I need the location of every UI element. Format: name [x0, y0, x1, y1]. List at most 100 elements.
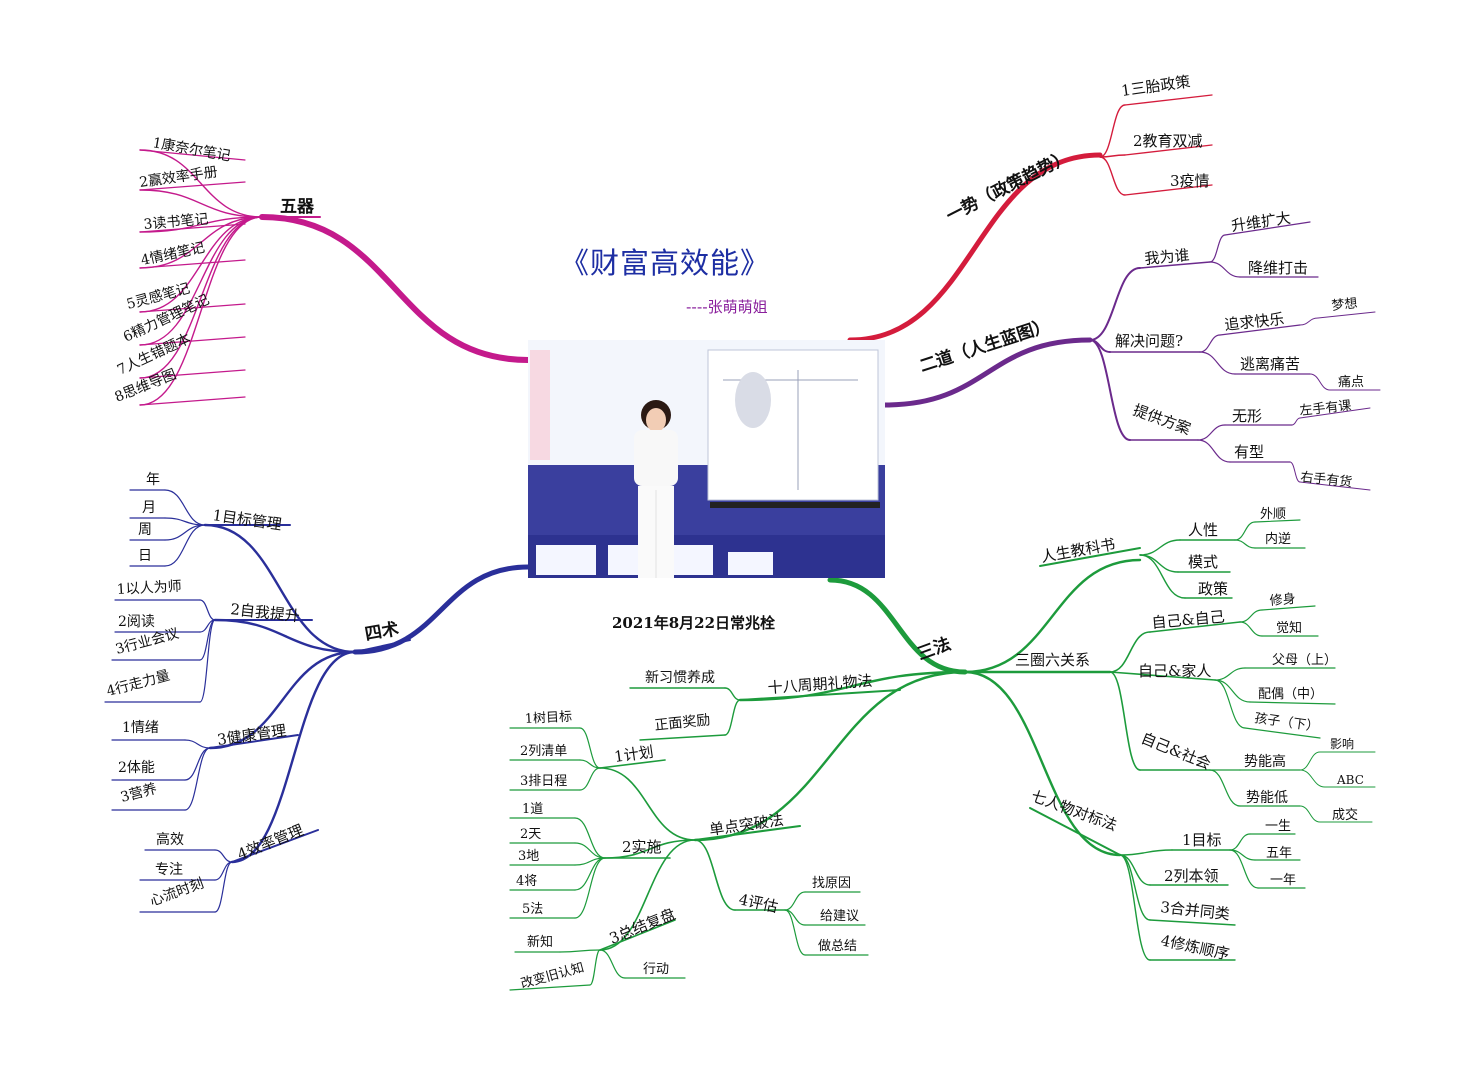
- node-label: 月: [142, 500, 156, 516]
- node-label: 3总结复盘: [607, 905, 678, 948]
- sub-connector: [963, 558, 1142, 674]
- sub-connector: [738, 670, 967, 702]
- node-label: 自己&家人: [1138, 662, 1211, 680]
- erdao-who: 我为谁: [1144, 246, 1190, 268]
- connector-line: [1239, 609, 1263, 623]
- underline: [1261, 605, 1316, 611]
- node-label: 4行走力量: [105, 668, 172, 700]
- map-date: 2021年8月22日常兆栓: [612, 614, 776, 632]
- branch-title-erdao: 二道（人生蓝图）: [917, 315, 1053, 377]
- underline: [1299, 407, 1371, 419]
- underline: [1224, 221, 1311, 236]
- sishu-goal: 1目标管理: [211, 506, 282, 534]
- node-label: 3合并同类: [1160, 898, 1231, 923]
- connector-line: [1199, 351, 1236, 375]
- node-label: 孩子（下）: [1253, 711, 1319, 735]
- underline: [1124, 144, 1213, 156]
- node-label: 3行业会议: [114, 626, 181, 658]
- connector-line: [1309, 373, 1331, 391]
- connector-line: [1139, 554, 1186, 599]
- connector-line: [1209, 261, 1241, 278]
- leaf-connector: [139, 216, 263, 346]
- connector-line: [694, 839, 736, 911]
- connector-line: [1197, 424, 1226, 441]
- connector-line: [164, 489, 206, 526]
- node-label: 1计划: [613, 743, 655, 766]
- underline: [354, 639, 411, 653]
- node-label: 模式: [1188, 553, 1218, 571]
- wuqi-item: 3读书笔记: [143, 210, 209, 233]
- connector-line: [164, 524, 206, 541]
- sanfa-single: 单点突破法: [708, 811, 785, 839]
- connector-line: [784, 909, 806, 956]
- underline: [739, 689, 901, 701]
- node-label: 2阅读: [118, 613, 155, 630]
- underline: [599, 919, 676, 951]
- connector-line: [574, 842, 606, 859]
- connector-line: [724, 699, 741, 736]
- node-label: 周: [138, 522, 152, 538]
- sub-connector: [1089, 267, 1141, 341]
- connector-line: [579, 759, 601, 769]
- node-label: 3排日程: [520, 774, 567, 789]
- node-label: 势能高: [1244, 753, 1286, 770]
- connector-line: [1214, 679, 1246, 729]
- node-label: 找原因: [812, 876, 851, 891]
- node-label: 配偶（中）: [1258, 687, 1323, 702]
- connector-line: [1299, 751, 1321, 771]
- underline: [1317, 311, 1376, 319]
- connector-line: [1239, 621, 1263, 637]
- connector-line: [184, 747, 211, 811]
- underline: [639, 734, 726, 741]
- yishi-item: 2教育双减: [1133, 132, 1203, 150]
- node-label: 专注: [155, 862, 183, 878]
- connector-line: [1229, 833, 1251, 851]
- underline: [1029, 807, 1121, 856]
- yishi-item: 1三胎政策: [1120, 72, 1191, 100]
- underline: [139, 181, 246, 191]
- connector-line: [574, 817, 606, 859]
- wuqi-item: 1康奈尔笔记: [151, 134, 232, 164]
- underline: [139, 259, 246, 269]
- node-label: 降维打击: [1248, 259, 1308, 277]
- leaf-connector: [139, 189, 263, 218]
- node-label: 2天: [520, 827, 541, 842]
- sanfa-circle: 三圈六关系: [1015, 651, 1090, 669]
- yishi-item: 3疫情: [1170, 172, 1210, 190]
- main-branch-yishi: [847, 152, 1103, 343]
- center-photo: [528, 340, 885, 578]
- node-label: 内逆: [1265, 531, 1291, 547]
- connector-line: [1214, 679, 1251, 703]
- node-label: 行动: [643, 962, 669, 977]
- node-label: 给建议: [820, 909, 859, 924]
- node-label: 无形: [1232, 407, 1262, 425]
- connector-line: [1109, 631, 1151, 673]
- branch-title-sishu: 四术: [363, 618, 400, 645]
- leaf-connector: [139, 216, 263, 379]
- node-label: 2实施: [622, 838, 662, 856]
- leaf-connector: [139, 216, 263, 406]
- node-label: 自己&自己: [1151, 608, 1226, 632]
- node-label: 5法: [522, 902, 543, 917]
- connector-line: [1139, 539, 1181, 556]
- node-label: 父母（上）: [1272, 653, 1337, 668]
- underline: [139, 336, 246, 346]
- underline: [1299, 481, 1371, 491]
- node-label: 梦想: [1331, 295, 1359, 314]
- node-label: 影响: [1330, 736, 1354, 751]
- node-label: 逃离痛苦: [1240, 355, 1300, 373]
- wuqi-item: 4情绪笔记: [140, 240, 207, 269]
- node-label: 新习惯养成: [645, 669, 715, 686]
- sishu-health: 3健康管理: [216, 721, 287, 749]
- node-label: 人性: [1188, 521, 1218, 539]
- sanfa-book: 人生教科书: [1040, 535, 1117, 566]
- underline: [1254, 519, 1301, 523]
- node-label: 痛点: [1338, 374, 1364, 390]
- node-label: 1道: [522, 802, 543, 817]
- underline: [1149, 919, 1236, 926]
- node-label: 1以人为师: [116, 579, 182, 598]
- connector-line: [199, 599, 216, 621]
- connector-line: [1299, 317, 1319, 326]
- connector-line: [599, 767, 696, 841]
- node-label: 2列清单: [520, 744, 567, 759]
